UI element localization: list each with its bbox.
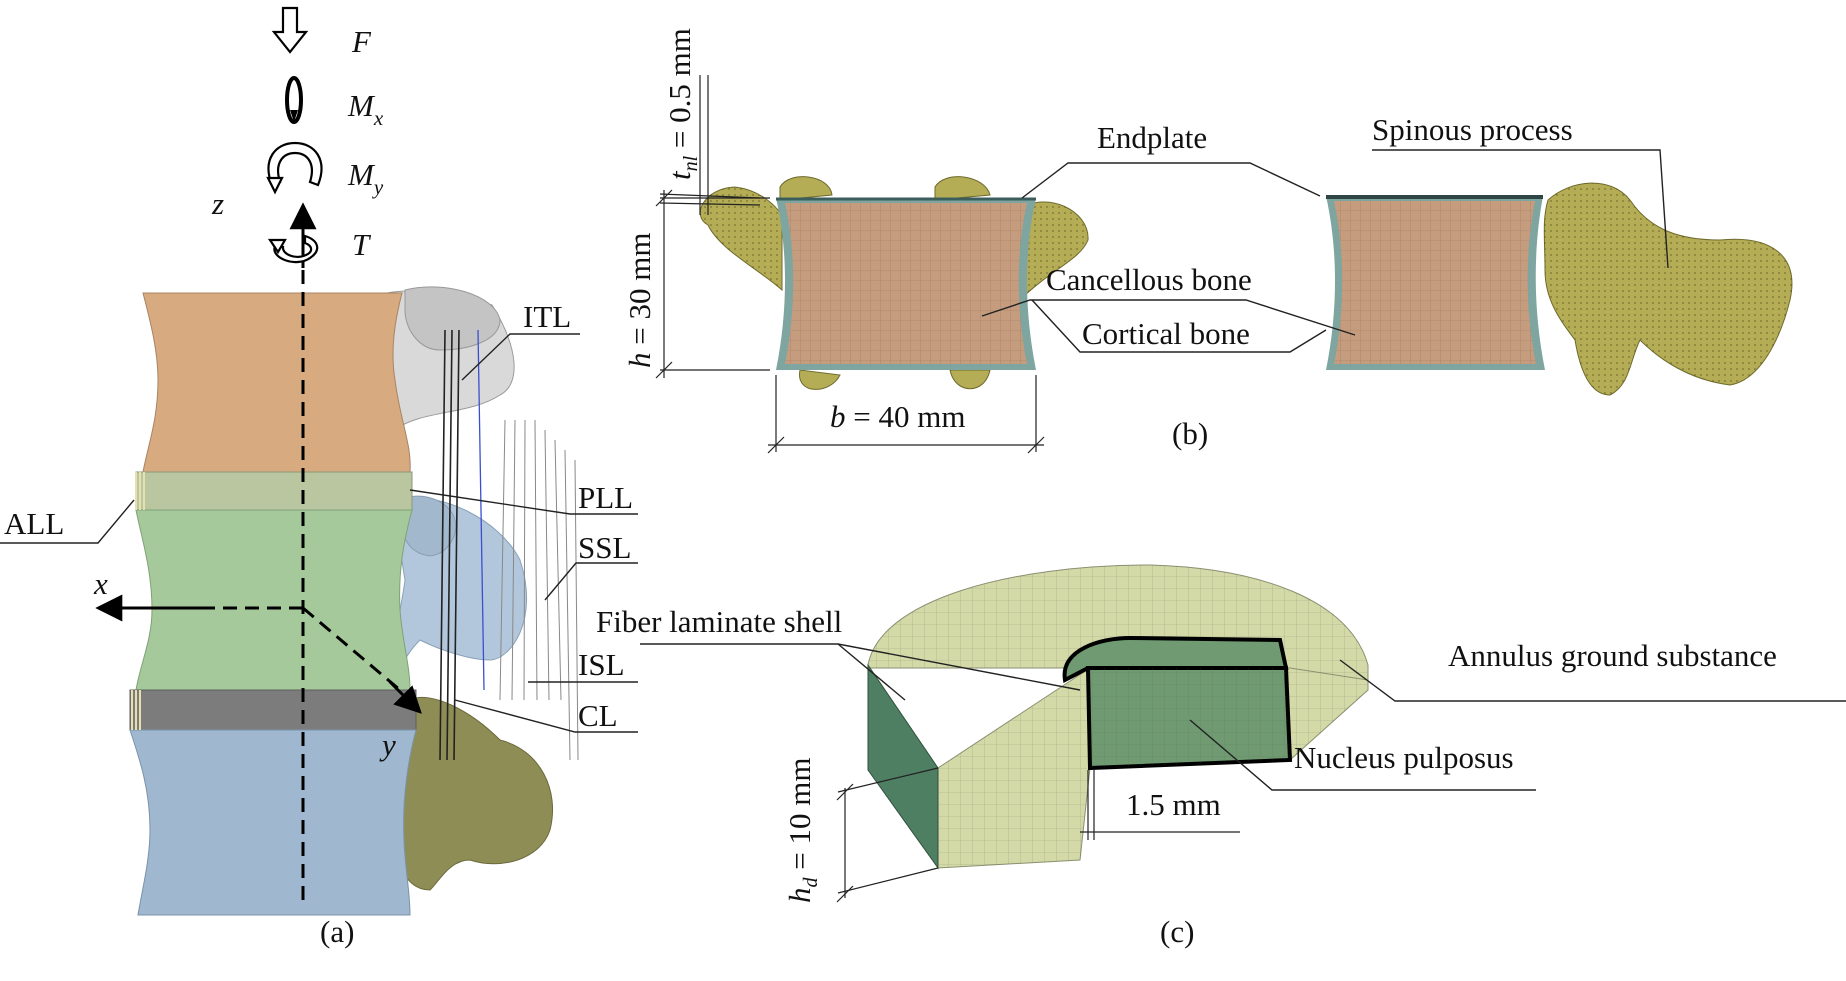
moment-x-icon [285,76,303,124]
force-label: F [351,24,372,59]
ssl-label: SSL [578,530,631,565]
itl-lines [439,329,460,761]
x-axis-label: x [93,566,108,601]
panel-a: F Mx My T z x y ITL PLL SSL ISL CL ALL (… [0,6,638,949]
isl-label: ISL [578,647,625,682]
shell-thickness-dimension [1080,770,1240,840]
itl-leader [461,333,580,381]
height-label: h = 30 mm [622,233,657,368]
force-arrow-icon [271,6,309,54]
width-dimension [767,375,1045,454]
fiber-shell-leader-2 [837,643,906,701]
spinous-process-leader [1372,149,1669,269]
nucleus-leader [1189,719,1536,791]
annulus-leader [1339,659,1846,702]
left-processes [699,176,1089,390]
pll-label: PLL [578,480,633,515]
z-axis-label: z [211,186,224,221]
moment-y-icon [266,141,323,195]
all-label: ALL [4,506,64,541]
spinous-process-label: Spinous process [1372,112,1573,147]
lower-vertebral-body [129,729,417,916]
spinous-process-shape [1543,182,1793,396]
lower-spinous-process [398,696,554,891]
upper-disc [135,471,413,511]
caption-a: (a) [320,914,354,949]
lower-disc [129,689,417,731]
panel-b: h = 30 mm tnl = 0.5 mm b = 40 mm Endplat… [622,28,1793,454]
nucleus-mesh [1088,668,1290,768]
left-bone-mesh [785,203,1027,364]
width-label: b = 40 mm [830,399,965,434]
torque-label: T [352,227,372,262]
itl-blue-line [477,329,485,691]
annulus-label: Annulus ground substance [1448,638,1777,673]
cortical-label: Cortical bone [1082,316,1250,351]
torque-icon [267,234,319,264]
ssl-leader [544,562,638,601]
hd-label: hd = 10 mm [782,758,822,903]
endplate-leader [1021,162,1321,199]
middle-vertebral-body [135,509,413,691]
section-face [867,663,939,870]
cl-label: CL [578,698,618,733]
moment-x-label: Mx [347,88,384,130]
cancellous-leader [981,299,1356,336]
caption-c: (c) [1160,914,1194,949]
panel-c: hd = 10 mm 1.5 mm Fiber laminate shell A… [596,564,1846,949]
thickness-label: tnl = 0.5 mm [662,28,702,180]
height-dimension [655,189,770,379]
caption-b: (b) [1172,416,1208,451]
fiber-shell-label: Fiber laminate shell [596,604,842,639]
nucleus-label: Nucleus pulposus [1294,740,1514,775]
upper-vertebral-body [142,292,411,473]
right-bone-mesh [1334,201,1536,364]
all-leader [0,499,135,544]
nucleus-top [1062,635,1289,684]
all-strips [131,472,145,730]
middle-spinous-process [389,495,528,702]
itl-label: ITL [523,299,571,334]
cl-leader [454,699,638,733]
y-axis-label: y [379,727,396,762]
cortical-leader [1031,299,1327,353]
ligament-lines [499,419,579,761]
cancellous-label: Cancellous bone [1046,262,1252,297]
y-axis-arrow [388,680,422,714]
thickness-dimension [659,75,761,215]
shell-thickness-label: 1.5 mm [1126,787,1221,822]
pll-leader [409,489,638,515]
moment-y-label: My [347,157,384,199]
endplate-label: Endplate [1097,120,1207,155]
hd-dimension [836,767,939,903]
